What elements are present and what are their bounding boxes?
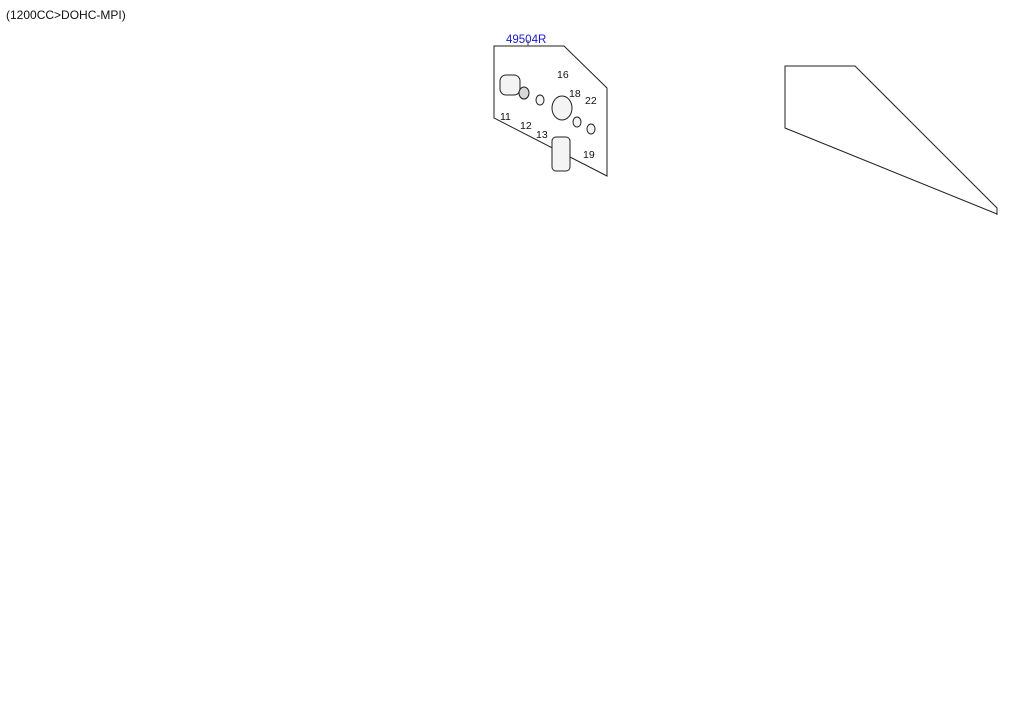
svg-text:19: 19 [583,149,595,161]
panel-49504R: 49504R 11 12 13 16 18 22 19 [493,34,608,177]
svg-text:11: 11 [500,111,511,123]
panel-49505-top [784,65,998,215]
ref-49504R[interactable]: 49504R [506,34,546,46]
svg-text:22: 22 [585,95,597,107]
engine-variant-title: (1200CC>DOHC-MPI) [6,8,126,22]
boot-band-large [551,95,573,121]
snap-ring [535,94,545,106]
svg-text:12: 12 [520,120,532,132]
svg-text:13: 13 [536,129,548,141]
svg-text:18: 18 [569,88,581,100]
clip-ring [518,86,530,100]
svg-text:16: 16 [557,69,569,81]
circlip [586,123,596,135]
grease-tube [551,136,571,172]
sleeve-part [499,74,521,96]
small-ring [572,116,582,128]
